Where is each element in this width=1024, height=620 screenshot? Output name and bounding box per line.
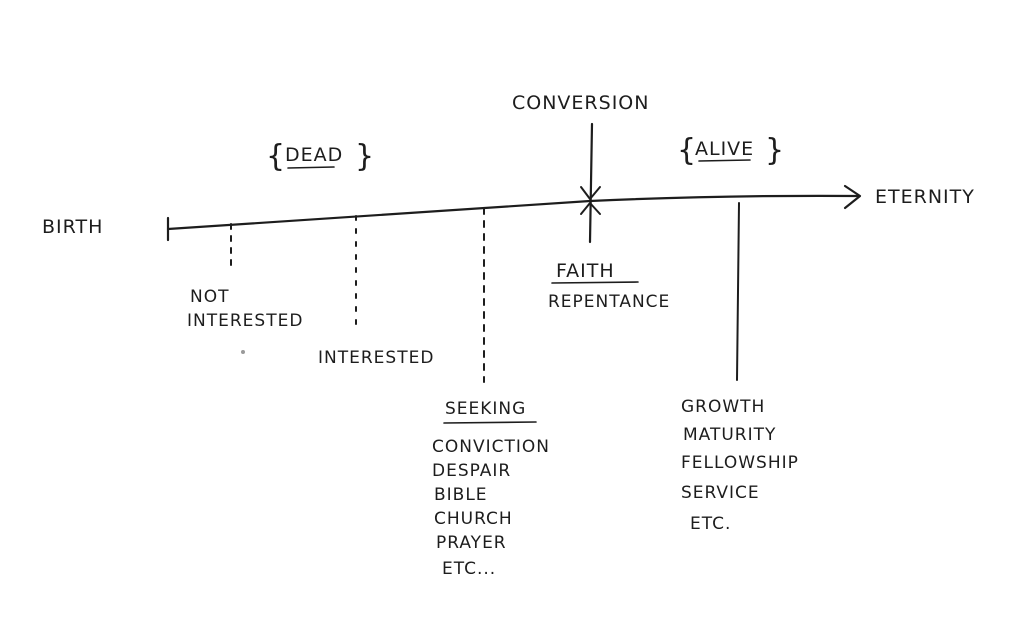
seeking-item: CONVICTION: [432, 437, 550, 457]
alive-underline: [698, 159, 751, 162]
growth-marker: [736, 202, 740, 381]
alive-brace-left: {: [677, 133, 697, 168]
conversion-arrow-down: [580, 186, 601, 200]
repentance-label: REPENTANCE: [548, 292, 670, 312]
stray-dot: [241, 350, 245, 354]
faith-label: FAITH: [556, 260, 615, 282]
conversion-line: [588, 122, 594, 244]
alive-label: ALIVE: [695, 138, 754, 160]
birth-label: BIRTH: [42, 216, 103, 238]
not-interested-line2: INTERESTED: [187, 311, 303, 331]
faith-underline: [551, 281, 639, 284]
timeline-line: [166, 194, 860, 231]
conversion-label: CONVERSION: [512, 92, 649, 114]
alive-brace-right: }: [765, 133, 785, 168]
seeking-title: SEEKING: [445, 399, 526, 419]
seeking-item: PRAYER: [436, 533, 507, 553]
seeking-item: DESPAIR: [432, 461, 511, 481]
growth-item: GROWTH: [681, 397, 765, 417]
interested-label: INTERESTED: [318, 348, 434, 368]
seeking-item: ETC...: [442, 559, 496, 579]
dead-underline: [287, 166, 335, 169]
seeking-item: CHURCH: [434, 509, 513, 529]
growth-item: FELLOWSHIP: [681, 453, 799, 473]
not-interested-line1: NOT: [190, 287, 229, 307]
growth-item: MATURITY: [683, 425, 776, 445]
timeline-arrowhead: [843, 184, 862, 210]
growth-item: SERVICE: [681, 483, 760, 503]
growth-item: ETC.: [690, 514, 731, 534]
seeking-item: BIBLE: [434, 485, 488, 505]
seeking-underline: [443, 421, 537, 424]
dead-label: DEAD: [285, 144, 343, 166]
conversion-arrow-up: [580, 202, 601, 215]
eternity-label: ETERNITY: [875, 186, 975, 208]
dead-brace-right: }: [355, 139, 375, 174]
dead-brace-left: {: [266, 139, 286, 174]
